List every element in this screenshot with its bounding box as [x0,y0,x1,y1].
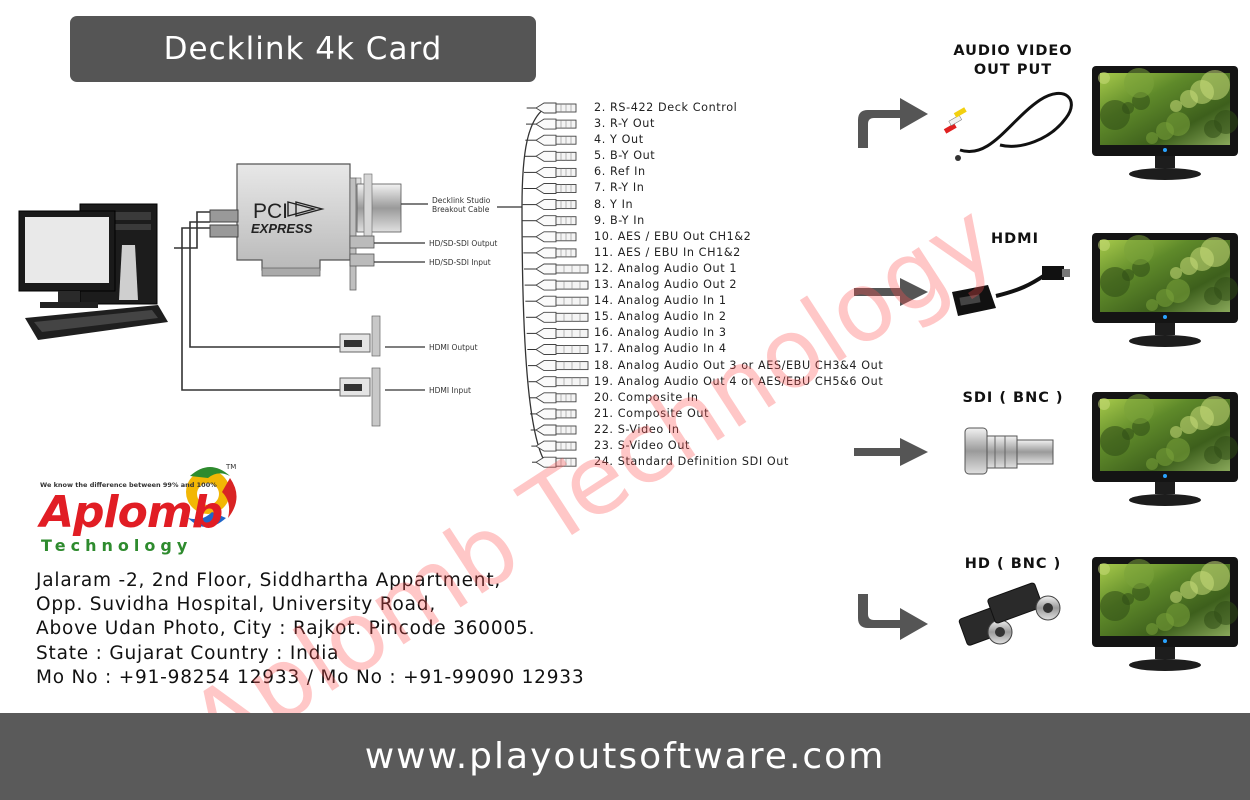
pci-logo-bottom: EXPRESS [251,221,313,236]
address-line: Opp. Suvidha Hospital, University Road, [36,594,436,616]
logo-subtitle: Technology [41,536,193,555]
connector-item: 21. Composite Out [594,406,710,420]
breakout-connector-head [527,344,589,355]
arrow-right-icon [854,438,928,466]
connector-item: 5. B-Y Out [594,149,656,163]
av-output-label-line2: OUT PUT [973,62,1053,78]
connector-item: 17. Analog Audio In 4 [594,342,727,356]
breakout-connector-head [524,279,589,291]
connector-item: 7. R-Y In [594,181,645,195]
breakout-connector-head [526,327,589,339]
logo-name: Aplomb [40,487,223,538]
connector-item: 6. Ref In [594,165,646,179]
pci-logo-top: PCI [253,200,288,223]
hdmi-input-label: HDMI Input [429,386,471,395]
breakout-connector-head [526,311,589,323]
breakout-connector-head [531,440,577,452]
breakout-connector-head [530,408,577,420]
logo-tagline: We know the difference between 99% and 1… [40,481,217,489]
breakout-connector-head [528,360,589,372]
monitor-icon [1092,233,1238,347]
connector-item: 22. S-Video In [594,422,680,436]
connector-item: 4. Y Out [594,133,644,147]
connector-item: 10. AES / EBU Out CH1&2 [594,229,752,243]
breakout-cable-label: Decklink Studio Breakout Cable [432,196,490,214]
connector-item: 2. RS-422 Deck Control [594,101,738,114]
connector-item: 8. Y In [594,197,634,211]
connector-item: 20. Composite In [594,390,699,404]
sdi-bnc-label: SDI ( BNC ) [962,390,1064,406]
diagram-artwork: PCI EXPRESS [18,66,1238,671]
breakout-connector-head [528,376,589,388]
hd-bnc-label: HD ( BNC ) [964,556,1062,572]
breakout-connector-head [524,263,589,275]
pcie-card-icon: PCI EXPRESS [209,163,402,291]
connector-item: 12. Analog Audio Out 1 [594,261,738,275]
sdi-bnc-connector-icon [964,427,1054,475]
breakout-connector-head [529,392,577,404]
card-leader-lines [374,203,428,391]
av-output-label-line1: AUDIO VIDEO [953,43,1073,59]
connector-item: 14. Analog Audio In 1 [594,294,727,308]
breakout-connector-head [530,424,577,436]
breakout-connector-head [523,183,577,194]
connector-item: 24. Standard Definition SDI Out [594,455,789,469]
footer-website[interactable]: www.playoutsoftware.com [0,713,1250,800]
connector-item: 11. AES / EBU In CH1&2 [594,245,741,259]
breakout-connector-head [526,118,577,130]
breakout-connector-head [525,295,589,307]
hd-bnc-connector-icon [958,582,1061,646]
arrow-down-right-icon [858,594,928,640]
address-line: State : Gujarat Country : India [36,642,340,664]
logo-trademark: TM [226,463,237,471]
breakout-connector-head [523,247,577,259]
hdmi-output-label: HDMI Output [429,343,478,352]
rca-cable-icon [943,92,1073,161]
breakout-connector-head [525,134,577,146]
breakout-connectors-icon [522,102,589,468]
arrow-up-right-icon [858,98,928,148]
breakout-label-line2: Breakout Cable [432,205,490,214]
contact-phone-line: Mo No : +91-98254 12933 / Mo No : +91-99… [36,666,585,688]
sdi-output-label: HD/SD-SDI Output [429,239,498,248]
connector-item: 16. Analog Audio In 3 [594,326,727,340]
monitor-icon [1092,557,1238,671]
hdmi-brackets-icon [339,315,381,427]
hdmi-output-label: HDMI [991,231,1039,247]
sdi-input-label: HD/SD-SDI Input [429,258,491,267]
arrow-right-icon [854,278,928,306]
address-line: Jalaram -2, 2nd Floor, Siddhartha Appart… [36,570,502,591]
breakout-label-line1: Decklink Studio [432,196,491,205]
av-output-label: AUDIO VIDEO OUT PUT [950,42,1076,80]
breakout-connector-head [532,456,577,468]
connector-item: 13. Analog Audio Out 2 [594,278,738,292]
computer-icon [18,203,168,340]
address-line: Above Udan Photo, City : Rajkot. Pincode… [36,618,536,640]
connector-list: 2. RS-422 Deck Control 3. R-Y Out 4. Y Out… [594,100,883,470]
logo-swirl-icon [186,467,237,527]
connector-item: 9. B-Y In [594,213,645,227]
breakout-connector-head [522,199,577,211]
monitors [1092,66,1238,671]
connector-item: 23. S-Video Out [594,438,691,452]
connector-item: 19. Analog Audio Out 4 or AES/EBU CH5&6 … [594,374,884,388]
breakout-connector-head [522,215,577,227]
connector-item: 18. Analog Audio Out 3 or AES/EBU CH3&4 … [594,358,884,372]
breakout-connector-head [522,231,577,243]
breakout-connector-head [526,102,577,114]
address-block: Jalaram -2, 2nd Floor, Siddhartha Appart… [36,569,584,690]
diagram-title: Decklink 4k Card [70,16,536,82]
hdmi-adapter-icon [952,266,1070,316]
breakout-connector-head [524,150,577,162]
monitor-icon [1092,66,1238,180]
arrows [854,98,928,640]
connector-item: 3. R-Y Out [594,117,655,131]
monitor-icon [1092,392,1238,506]
connector-item: 15. Analog Audio In 2 [594,310,727,324]
breakout-connector-head [524,166,577,178]
